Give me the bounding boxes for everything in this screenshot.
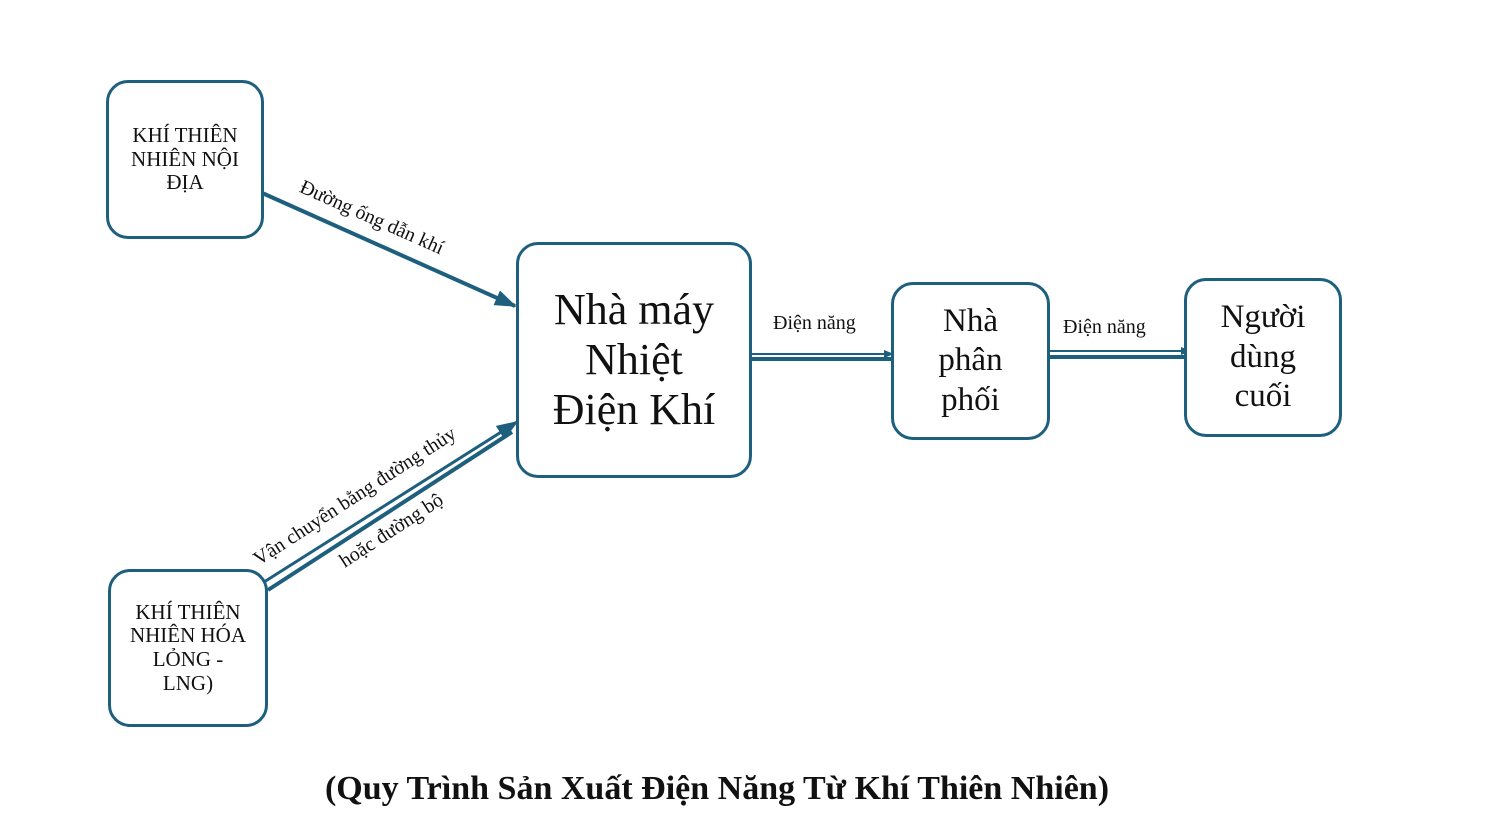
node-domestic-gas: KHÍ THIÊN NHIÊN NỘI ĐỊA [106, 80, 264, 239]
node-lng: KHÍ THIÊN NHIÊN HÓA LỎNG - LNG) [108, 569, 268, 727]
edge-label-plant-to-distributor: Điện năng [773, 312, 856, 334]
node-power-plant: Nhà máy Nhiệt Điện Khí [516, 242, 752, 478]
node-distributor-label: Nhà phân phối [938, 302, 1003, 418]
plant-to-distributor-arrow [752, 350, 894, 361]
distributor-to-user-arrow [1048, 347, 1191, 359]
lng-transport-arrow [263, 420, 519, 592]
diagram-caption: (Quy Trình Sản Xuất Điện Năng Từ Khí Thi… [324, 770, 1110, 807]
node-domestic-gas-label: KHÍ THIÊN NHIÊN NỘI ĐỊA [131, 123, 239, 195]
node-lng-label: KHÍ THIÊN NHIÊN HÓA LỎNG - LNG) [129, 599, 247, 695]
node-end-user-label: Người dùng cuối [1220, 299, 1306, 415]
node-distributor: Nhà phân phối [891, 282, 1050, 440]
node-end-user: Người dùng cuối [1184, 278, 1342, 437]
edge-label-distributor-to-user: Điện năng [1063, 316, 1146, 338]
node-power-plant-label: Nhà máy Nhiệt Điện Khí [552, 284, 716, 435]
pipeline-arrow [259, 190, 517, 308]
